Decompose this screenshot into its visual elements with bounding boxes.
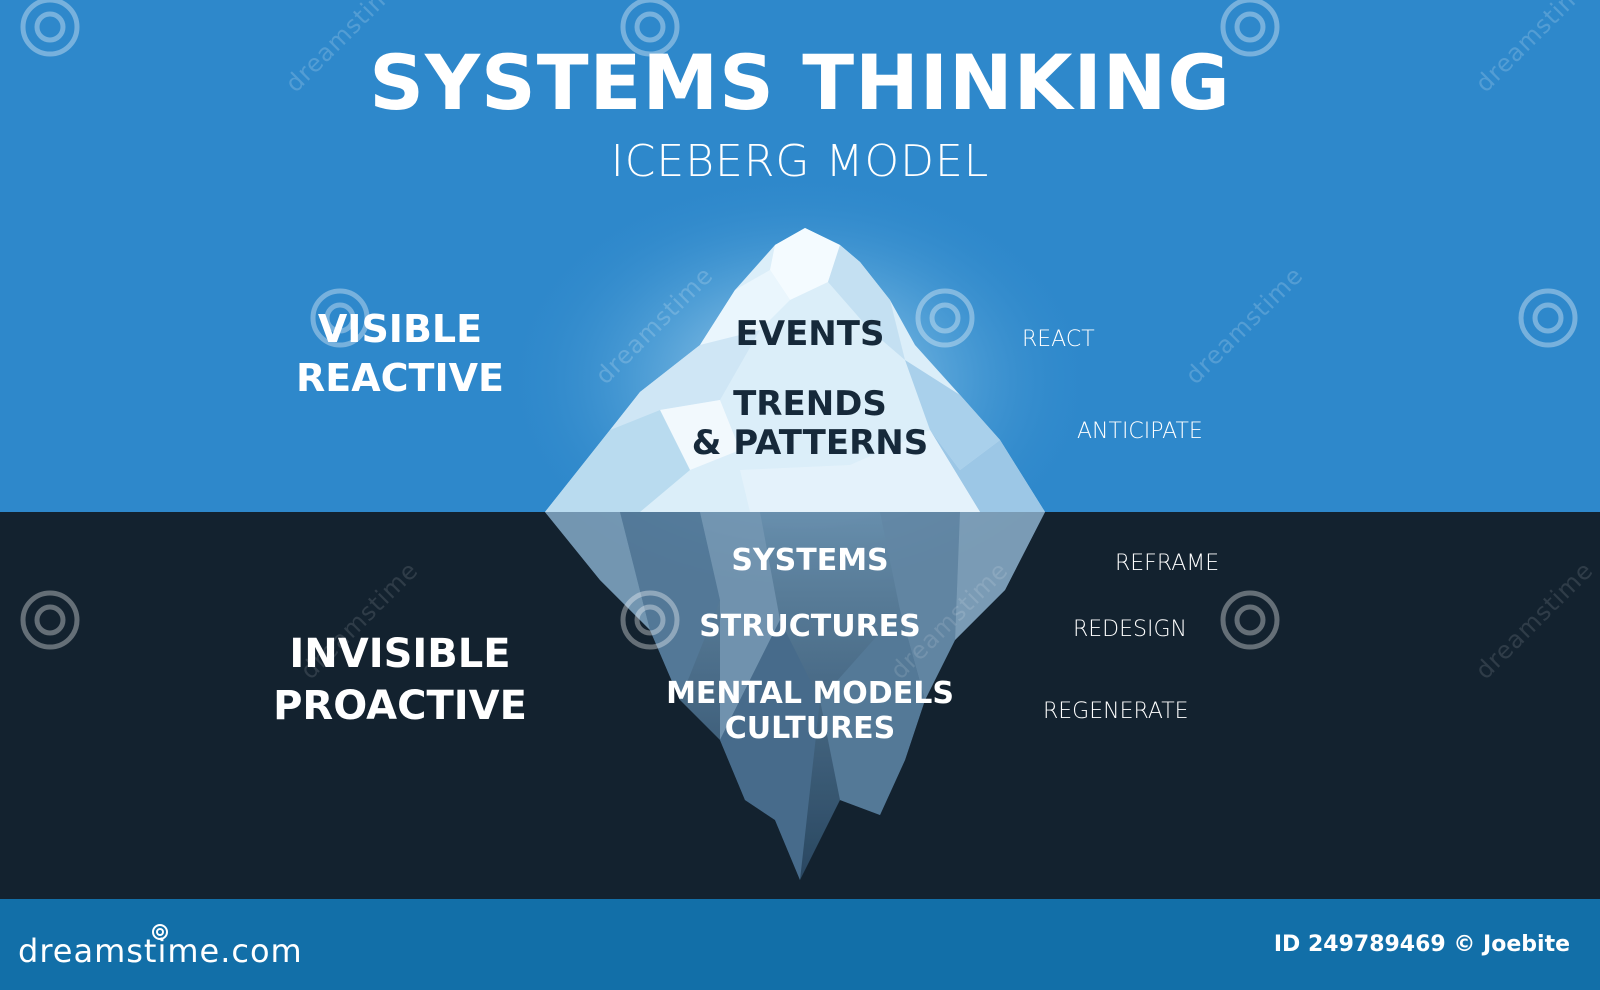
- action-react: REACT: [1022, 327, 1095, 352]
- layer-label-line2: CULTURES: [724, 710, 896, 746]
- visible-label: VISIBLE: [317, 307, 483, 351]
- layer-structures: STRUCTURES: [660, 609, 960, 645]
- layer-label: STRUCTURES: [699, 609, 921, 644]
- layer-label-line2: & PATTERNS: [691, 423, 929, 464]
- layer-label: SYSTEMS: [731, 543, 889, 578]
- action-reframe: REFRAME: [1115, 551, 1220, 576]
- diagram-title: SYSTEMS THINKING: [369, 38, 1231, 127]
- visible-reactive-label: VISIBLE REACTIVE: [255, 305, 545, 404]
- watermark-spiral-logos: [20, 0, 1578, 650]
- diagram-subtitle: ICEBERG MODEL: [610, 136, 990, 187]
- layer-label: EVENTS: [735, 314, 885, 354]
- dreamstime-brand: dreamstime.com: [18, 932, 303, 970]
- invisible-label: INVISIBLE: [289, 631, 511, 677]
- reactive-label: REACTIVE: [296, 356, 504, 401]
- proactive-label: PROACTIVE: [273, 683, 527, 729]
- layer-trends-patterns: TRENDS & PATTERNS: [660, 384, 960, 464]
- layer-mental-models: MENTAL MODELS CULTURES: [640, 676, 980, 746]
- iceberg-underwater: [545, 512, 1045, 880]
- layer-label-line1: MENTAL MODELS: [666, 676, 954, 711]
- invisible-proactive-label: INVISIBLE PROACTIVE: [255, 628, 545, 732]
- dreamstime-logo-icon: [152, 924, 168, 940]
- layer-systems: SYSTEMS: [660, 543, 960, 579]
- action-anticipate: ANTICIPATE: [1077, 419, 1203, 444]
- layer-events: EVENTS: [660, 314, 960, 354]
- layer-label-line1: TRENDS: [733, 384, 887, 424]
- watermark-footer-bar: [0, 899, 1600, 990]
- action-redesign: REDESIGN: [1073, 617, 1187, 642]
- iceberg-tip: [545, 228, 1045, 512]
- image-credit: ID 249789469 © Joebite: [1273, 932, 1570, 957]
- action-regenerate: REGENERATE: [1043, 699, 1189, 724]
